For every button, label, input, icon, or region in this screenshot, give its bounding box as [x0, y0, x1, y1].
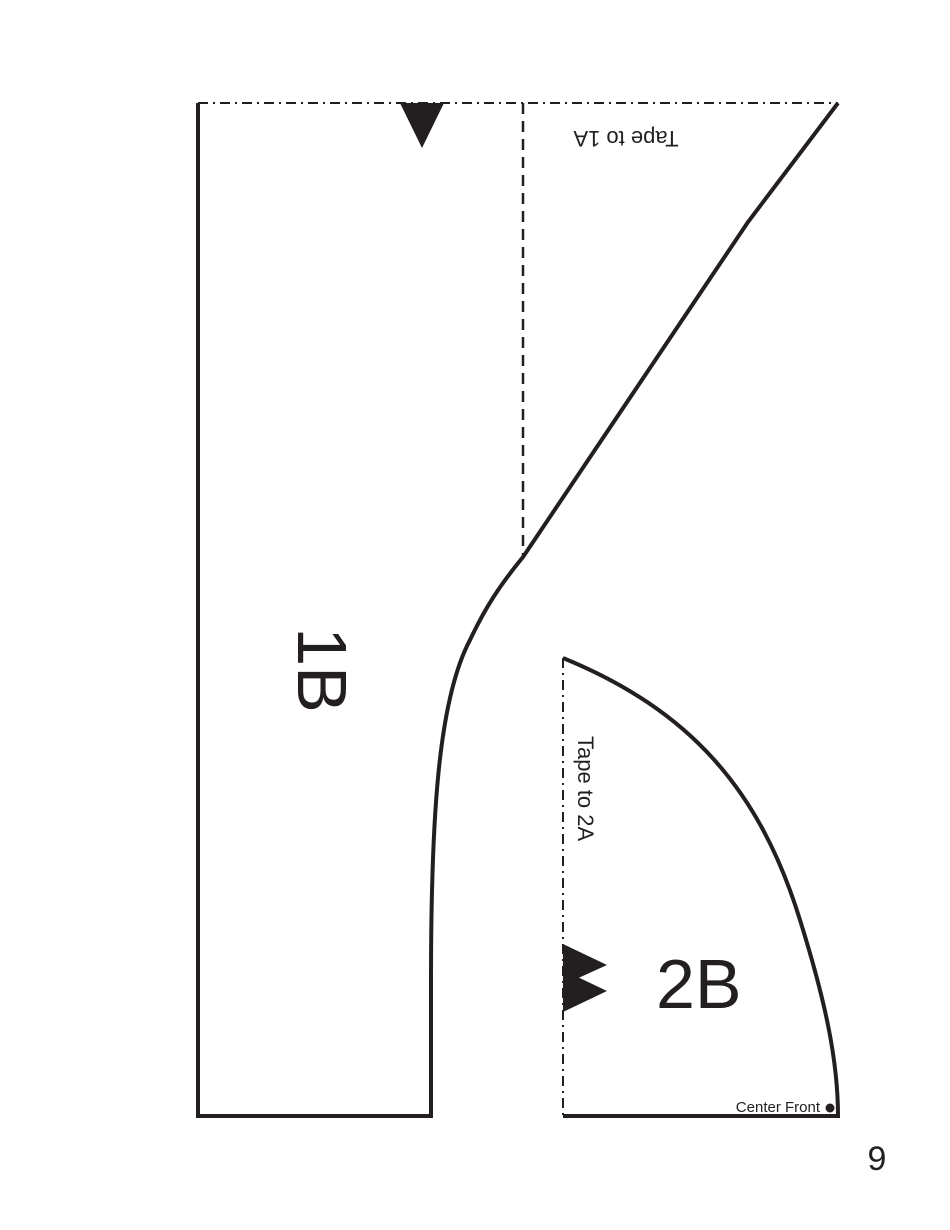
- piece-1b-tape-note: Tape to 1A: [573, 126, 679, 151]
- piece-2b-label: 2B: [656, 945, 742, 1023]
- center-front-label: Center Front: [736, 1099, 821, 1116]
- center-front-dot: [825, 1103, 835, 1113]
- piece-2b-notch-marker-upper: [563, 944, 607, 985]
- pattern-piece-2b: Tape to 2A 2B Center Front: [562, 656, 841, 1118]
- pattern-piece-1b: Tape to 1A 1B: [196, 101, 840, 1118]
- piece-2b-tape-note: Tape to 2A: [573, 736, 598, 842]
- piece-1b-label: 1B: [283, 627, 361, 713]
- piece-1b-cut-line: [196, 101, 840, 1118]
- page-number: 9: [868, 1140, 887, 1178]
- piece-2b-notch-marker-lower: [563, 970, 607, 1012]
- piece-1b-notch-marker: [400, 103, 444, 148]
- piece-2b-cut-line: [562, 656, 841, 1118]
